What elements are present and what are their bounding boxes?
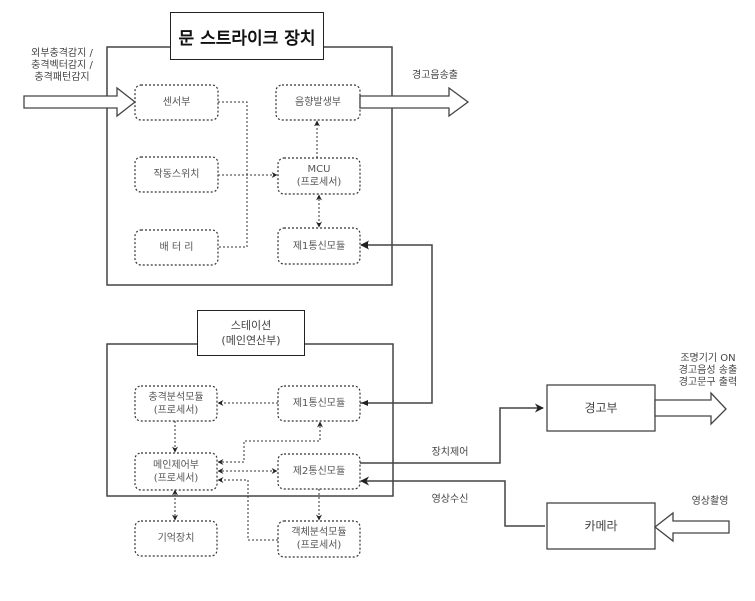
object-analysis-node: 객체분석모듈 (프로세서) xyxy=(291,527,347,551)
switch-node: 작동스위치 xyxy=(153,169,200,180)
comm1-node: 제1통신모듈 xyxy=(292,240,346,252)
comm2-node: 제2통신모듈 xyxy=(292,466,346,477)
sound-output-label: 경고음송출 xyxy=(412,70,458,81)
storage-node: 기억장치 xyxy=(157,533,195,544)
video-receive-line xyxy=(360,476,545,527)
sound-node: 음향발생부 xyxy=(295,97,341,108)
impact-analysis-node: 충격분석모듈 (프로세서) xyxy=(148,391,204,416)
camera-box xyxy=(546,502,656,550)
station-title: 스테이션 (메인연산부) xyxy=(197,310,305,356)
comm1-node-box xyxy=(277,227,361,265)
battery-node-box xyxy=(134,229,219,266)
storage-node-box xyxy=(134,520,218,557)
sensor-node: 센서부 xyxy=(162,97,191,108)
switch-node-box xyxy=(134,156,219,193)
mcu-node: MCU (프로세서) xyxy=(296,164,342,188)
warning-node: 경고부 xyxy=(584,400,618,415)
object-to-main-arrow xyxy=(217,477,278,541)
impact-analysis-node-box xyxy=(134,385,218,422)
main-control-node: 메인제어부 (프로세서) xyxy=(153,459,199,484)
warning-output-label: 조명기기 ON 경고음성 송출 경고문구 출력 xyxy=(678,353,738,388)
main-to-comm1-arrow xyxy=(217,421,323,465)
video-receive-label: 영상수신 xyxy=(431,494,469,505)
object-analysis-node-box xyxy=(277,520,361,558)
station-comm1-node-box xyxy=(277,385,361,422)
station-comm1-node: 제1통신모듈 xyxy=(292,398,346,409)
device-control-line xyxy=(360,403,544,464)
device-control-label: 장치제어 xyxy=(431,447,469,458)
input-block-arrow xyxy=(23,86,137,118)
door-strike-title: 문 스트라이크 장치 xyxy=(170,12,324,60)
warning-box xyxy=(546,384,656,432)
input-label: 외부충격감지 / 충격벡터감지 / 충격패턴감지 xyxy=(31,48,93,83)
camera-input-block-arrow xyxy=(653,511,730,543)
mcu-node-box xyxy=(277,157,361,195)
sound-output-block-arrow xyxy=(359,86,470,118)
camera-node: 카메라 xyxy=(584,518,618,533)
warning-output-block-arrow xyxy=(654,391,727,426)
comm1-link-line xyxy=(360,240,433,404)
battery-node: 배 터 리 xyxy=(159,242,194,253)
camera-input-label: 영상촬영 xyxy=(691,496,729,507)
